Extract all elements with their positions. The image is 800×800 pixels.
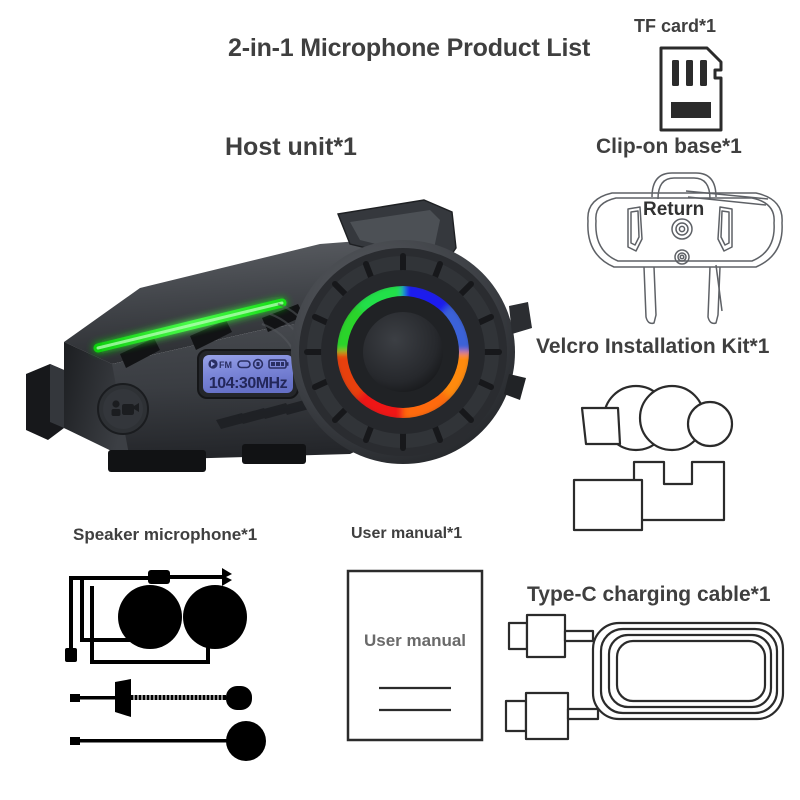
clip-on-base-label: Clip-on base*1 [596, 135, 742, 158]
type-c-cable-image [504, 605, 795, 755]
velcro-kit-label: Velcro Installation Kit*1 [536, 335, 770, 358]
type-c-cable-label: Type-C charging cable*1 [527, 583, 771, 606]
intercom-button[interactable] [97, 383, 149, 435]
speaker-microphone-image [60, 560, 310, 775]
velcro-kit-image [560, 370, 780, 540]
user-manual-image: User manual [345, 568, 485, 743]
manual-cover-text: User manual [364, 631, 466, 650]
clip-on-base-image [570, 165, 800, 330]
host-unit-image: FM 104:30MHz [20, 178, 540, 508]
page-title: 2-in-1 Microphone Product List [228, 34, 591, 62]
return-overlay-text: Return [643, 199, 705, 220]
lcd-display: FM 104:30MHz [197, 349, 299, 399]
tf-card-image [655, 44, 735, 134]
fm-label: FM [219, 360, 232, 370]
tf-card-label: TF card*1 [634, 16, 717, 36]
host-unit-label: Host unit*1 [225, 133, 357, 161]
user-manual-label: User manual*1 [351, 525, 463, 542]
rgb-speaker-ring [291, 240, 532, 464]
frequency-readout: 104:30MHz [209, 375, 288, 392]
speaker-microphone-label: Speaker microphone*1 [73, 525, 258, 544]
